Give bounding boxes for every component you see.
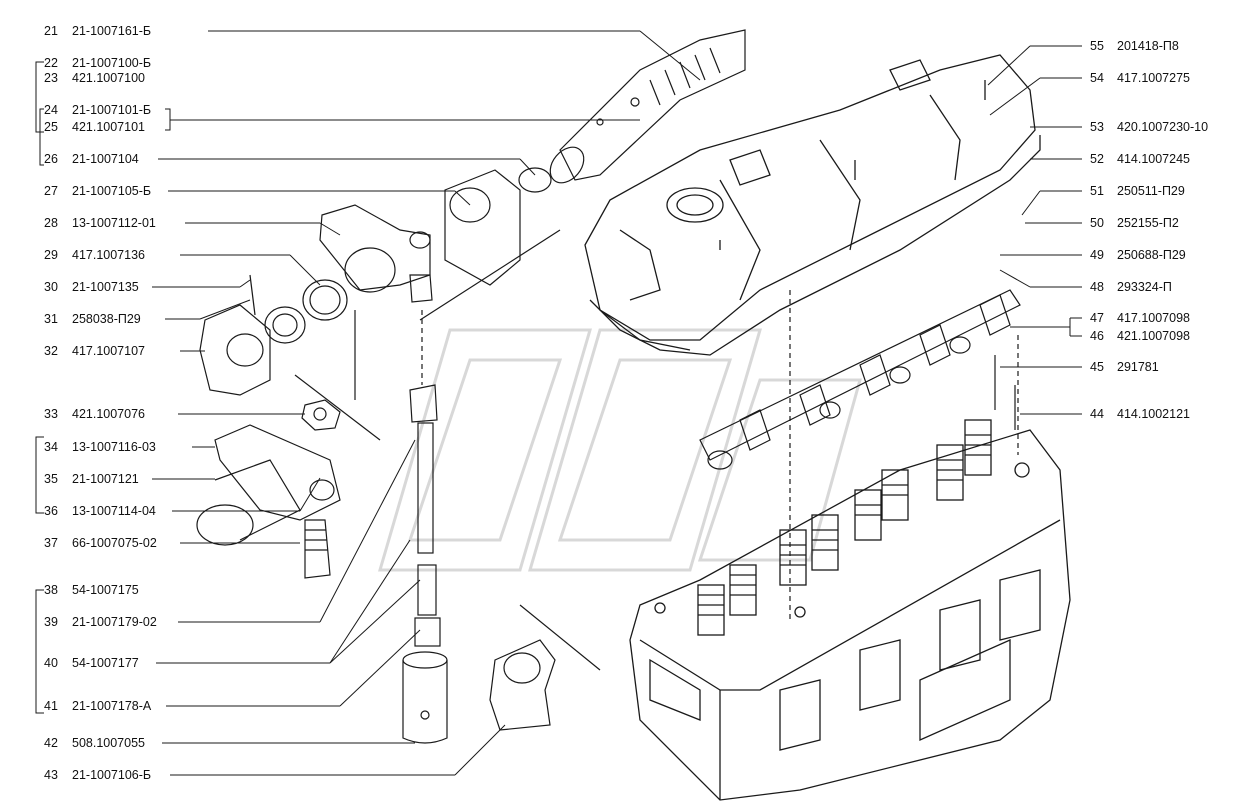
- callout-number: 55: [1090, 39, 1104, 53]
- part-code: 21-1007178-А: [72, 699, 152, 713]
- callout-number: 29: [44, 248, 58, 262]
- part-code: 54-1007175: [72, 583, 139, 597]
- callout-number: 41: [44, 699, 58, 713]
- right-leader-lines: [987, 45, 1082, 415]
- watermark-logo: [378, 328, 862, 572]
- callout-number: 25: [44, 120, 58, 134]
- callout-number: 33: [44, 407, 58, 421]
- callout-number: 40: [44, 656, 58, 670]
- part-code: 21-1007100-Б: [72, 56, 152, 70]
- callout-number: 37: [44, 536, 58, 550]
- part-code: 13-1007112-01: [72, 216, 156, 230]
- callout-number: 24: [44, 103, 58, 117]
- valve-springs: [697, 419, 992, 636]
- part-code: 508.1007055: [72, 736, 145, 750]
- part-code: 21-1007104: [72, 152, 139, 166]
- callout-number: 36: [44, 504, 58, 518]
- part-code: 21-1007121: [72, 472, 139, 486]
- callout-number: 38: [44, 583, 58, 597]
- part-code: 13-1007114-04: [72, 504, 156, 518]
- left-leader-lines: [152, 30, 701, 776]
- callout-number: 22: [44, 56, 58, 70]
- callout-number: 31: [44, 312, 58, 326]
- part-code: 417.1007107: [72, 344, 145, 358]
- part-code: 421.1007098: [1117, 329, 1190, 343]
- part-code: 420.1007230-10: [1117, 120, 1209, 134]
- part-code: 291781: [1117, 360, 1159, 374]
- rocker-shaft-assembly: [699, 289, 1021, 470]
- callout-number: 45: [1090, 360, 1104, 374]
- callout-number: 44: [1090, 407, 1104, 421]
- callout-number: 47: [1090, 311, 1104, 325]
- part-code: 258038-П29: [72, 312, 141, 326]
- part-code: 417.1007136: [72, 248, 145, 262]
- left-group-brackets: [35, 61, 640, 714]
- part-code: 250688-П29: [1117, 248, 1186, 262]
- cylinder-head: [629, 419, 1071, 801]
- callout-number: 23: [44, 71, 58, 85]
- part-code: 21-1007106-Б: [72, 768, 152, 782]
- callout-number: 30: [44, 280, 58, 294]
- callout-number: 27: [44, 184, 58, 198]
- callout-number: 32: [44, 344, 58, 358]
- part-code: 54-1007177: [72, 656, 139, 670]
- part-code: 421.1007076: [72, 407, 145, 421]
- callout-number: 52: [1090, 152, 1104, 166]
- callout-number: 49: [1090, 248, 1104, 262]
- valve-cover: [584, 54, 1041, 356]
- part-code: 13-1007116-03: [72, 440, 156, 454]
- callout-number: 35: [44, 472, 58, 486]
- part-code: 421.1007100: [72, 71, 145, 85]
- part-code: 421.1007101: [72, 120, 145, 134]
- left-parts: [196, 29, 1019, 744]
- part-code: 252155-П2: [1117, 216, 1179, 230]
- callout-number: 50: [1090, 216, 1104, 230]
- part-code: 417.1007275: [1117, 71, 1190, 85]
- callout-number: 51: [1090, 184, 1104, 198]
- part-code: 21-1007105-Б: [72, 184, 152, 198]
- part-code: 417.1007098: [1117, 311, 1190, 325]
- callout-number: 26: [44, 152, 58, 166]
- callout-number: 46: [1090, 329, 1104, 343]
- callout-number: 21: [44, 24, 58, 38]
- part-code: 21-1007161-Б: [72, 24, 152, 38]
- callout-number: 53: [1090, 120, 1104, 134]
- part-code: 21-1007179-02: [72, 615, 157, 629]
- part-code: 201418-П8: [1117, 39, 1179, 53]
- part-code: 21-1007135: [72, 280, 139, 294]
- callout-number: 54: [1090, 71, 1104, 85]
- callout-number: 39: [44, 615, 58, 629]
- callout-number: 48: [1090, 280, 1104, 294]
- callout-number: 28: [44, 216, 58, 230]
- callout-number: 34: [44, 440, 58, 454]
- part-code: 250511-П29: [1117, 184, 1185, 198]
- part-code: 21-1007101-Б: [72, 103, 152, 117]
- part-code: 414.1002121: [1117, 407, 1190, 421]
- part-code: 293324-П: [1117, 280, 1172, 294]
- part-code: 414.1007245: [1117, 152, 1190, 166]
- part-code: 66-1007075-02: [72, 536, 157, 550]
- callout-number: 42: [44, 736, 58, 750]
- callout-number: 43: [44, 768, 58, 782]
